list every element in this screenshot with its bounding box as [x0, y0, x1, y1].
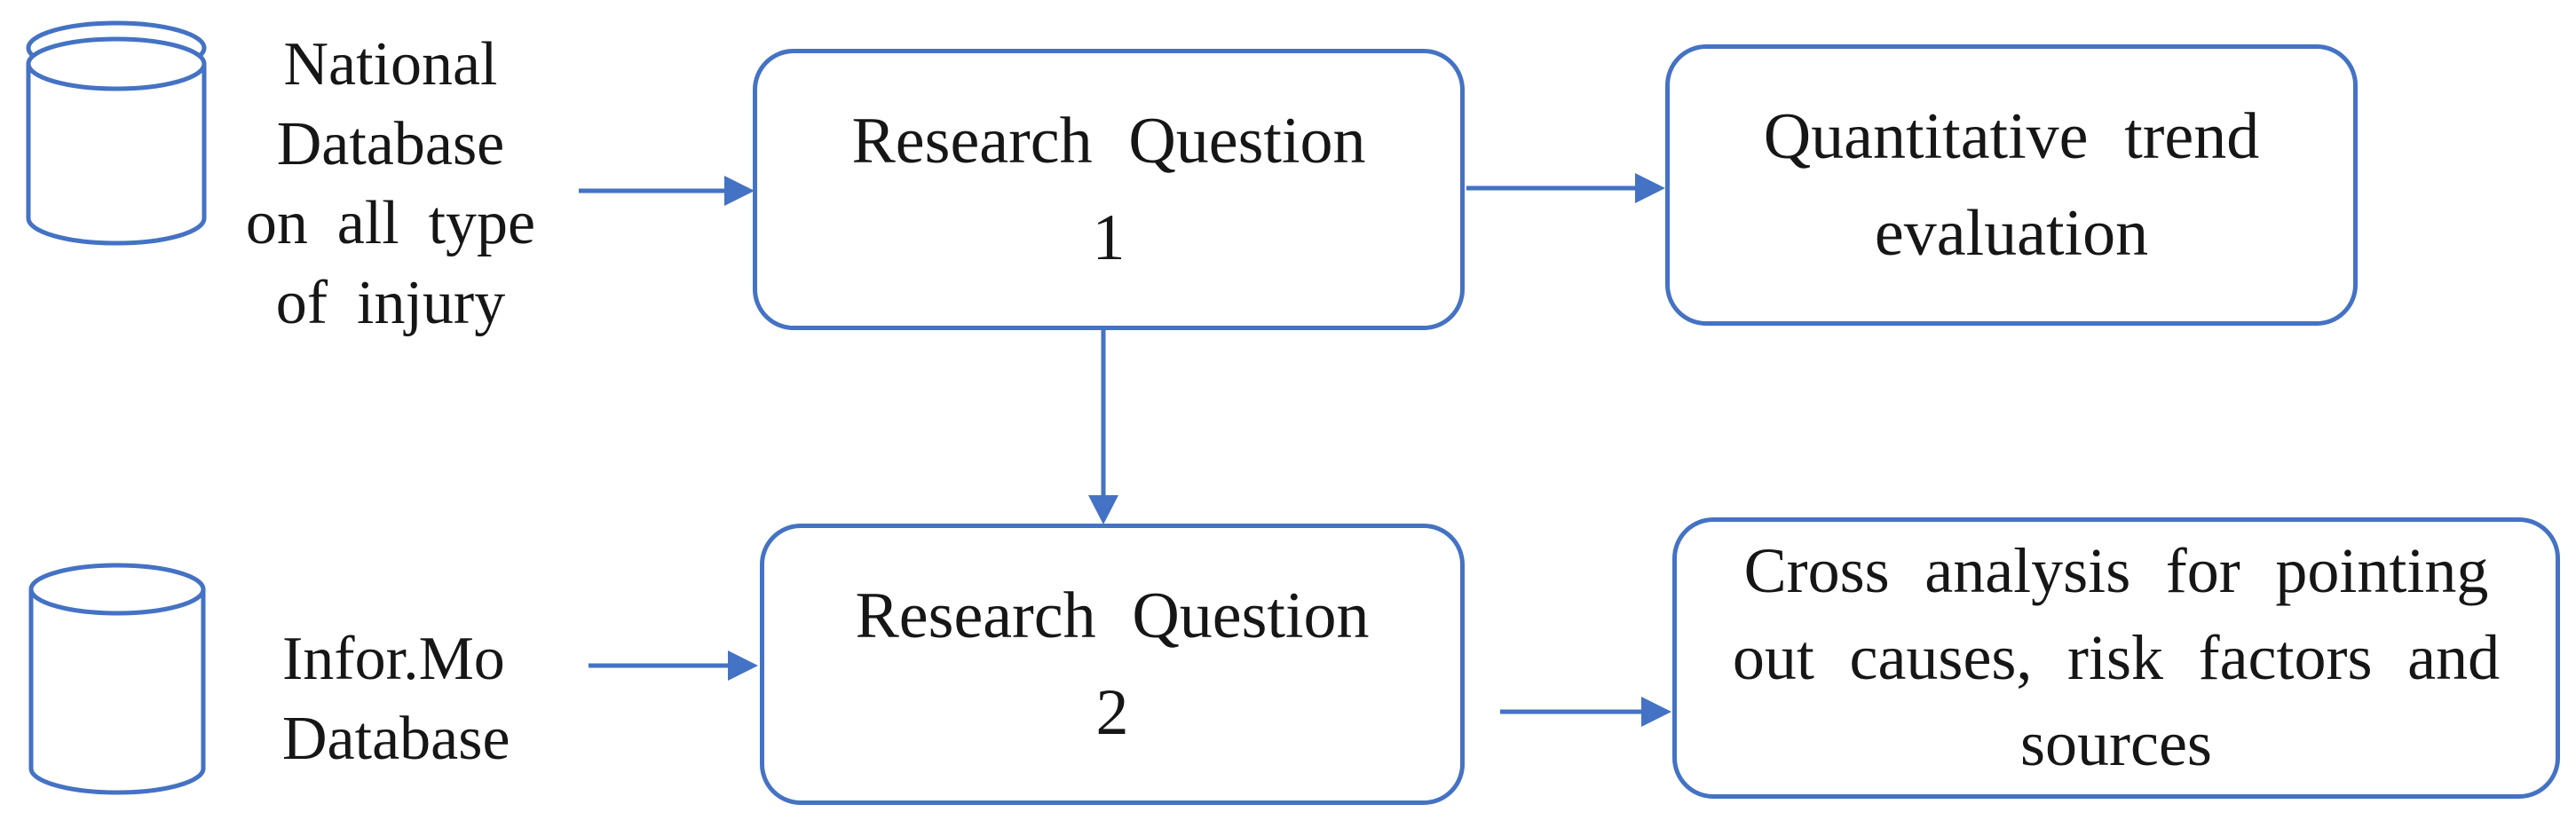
arrow-rq1-to-rq2: [1088, 330, 1118, 524]
arrow-rq2-to-cross-analysis: [1500, 697, 1671, 727]
quantitative-trend-evaluation-label: Quantitative trend evaluation: [1763, 100, 2260, 270]
cross-analysis-box: Cross analysis for pointing out causes, …: [1672, 517, 2560, 799]
national-database-label: National Database on all type of injury: [245, 30, 536, 337]
database-cylinder-icon: [28, 563, 206, 795]
database-cylinder-icon: [25, 12, 208, 272]
arrow-rq1-to-quantitative-trend: [1466, 173, 1665, 203]
database-cylinder-icon: [28, 557, 206, 797]
arrow-national-database-to-rq1: [579, 176, 755, 206]
research-question-1-label: Research Question 1: [851, 105, 1366, 274]
quantitative-trend-evaluation-box: Quantitative trend evaluation: [1665, 44, 2358, 326]
cross-analysis-label: Cross analysis for pointing out causes, …: [1732, 534, 2501, 780]
database-cylinder-icon: [26, 20, 207, 246]
research-question-2-box: Research Question 2: [760, 524, 1465, 805]
research-question-1-box: Research Question 1: [753, 49, 1465, 330]
research-question-2-label: Research Question 2: [855, 580, 1370, 749]
informo-database-label: Infor.Mo Database: [282, 625, 510, 773]
